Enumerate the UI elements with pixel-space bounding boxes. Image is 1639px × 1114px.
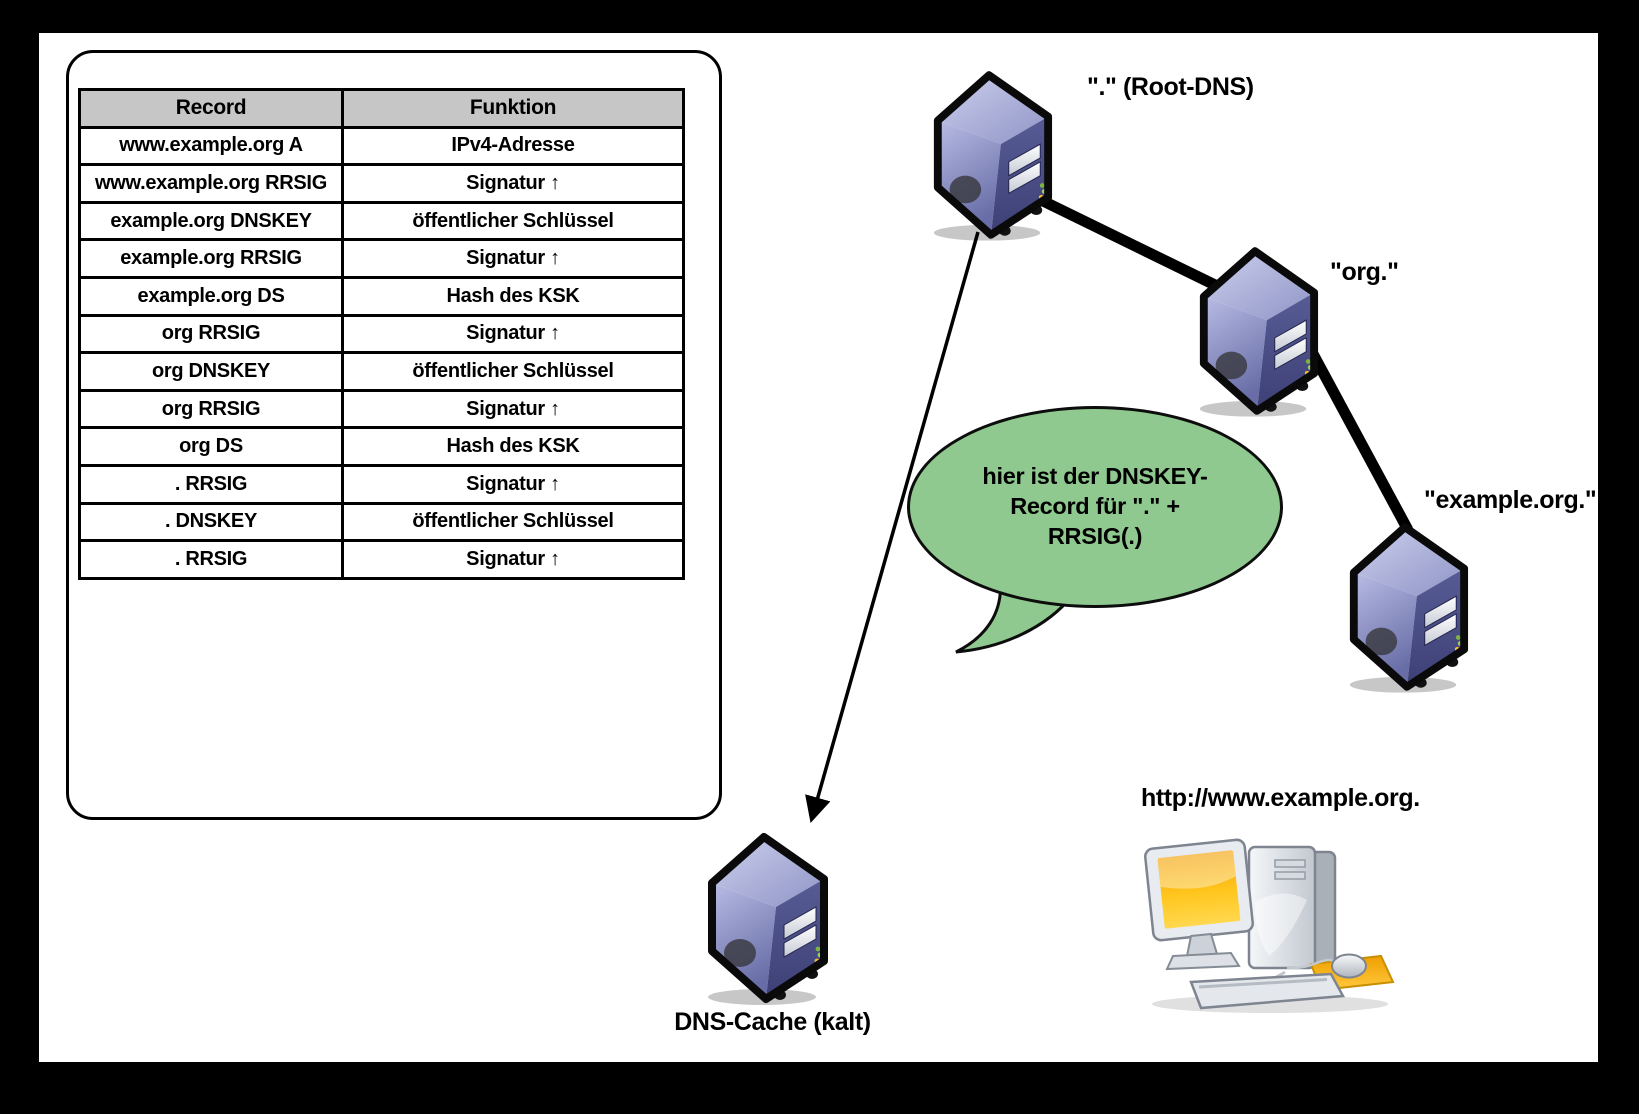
org-label: "org." [1330,258,1399,286]
table-row: org DS Hash des KSK [78,426,685,467]
org-server-icon [1192,242,1322,418]
record-cell: org DS [78,426,344,467]
record-cell: . RRSIG [78,463,344,505]
table-row: . RRSIG Signatur ↑ [78,463,685,505]
table-row: org RRSIG Signatur ↑ [78,313,685,355]
table-row: example.org DNSKEY öffentlicher Schlüsse… [78,200,685,242]
table-row: . RRSIG Signatur ↑ [78,539,685,580]
speech-bubble-text: hier ist der DNSKEY- Record für "." + RR… [982,463,1208,549]
table-header-row: Record Funktion [78,88,685,129]
root-dns-label: "." (Root-DNS) [1087,73,1254,101]
table-row: example.org DS Hash des KSK [78,275,685,317]
funktion-cell: öffentlicher Schlüssel [341,351,685,392]
funktion-cell: öffentlicher Schlüssel [341,200,685,242]
record-cell: org RRSIG [78,313,344,355]
header-cell-record: Record [78,88,344,129]
record-cell: www.example.org RRSIG [78,163,344,204]
funktion-cell: Signatur ↑ [341,539,685,580]
record-cell: org DNSKEY [78,351,344,392]
funktion-cell: Signatur ↑ [341,313,685,355]
funktion-cell: Signatur ↑ [341,388,685,430]
table-row: . DNSKEY öffentlicher Schlüssel [78,501,685,543]
dns-cache-label: DNS-Cache (kalt) [674,1008,871,1036]
table-row: www.example.org A IPv4-Adresse [78,125,685,167]
funktion-cell: Signatur ↑ [341,163,685,204]
record-cell: example.org DS [78,275,344,317]
header-cell-funktion: Funktion [341,88,685,129]
dns-cache-server-icon [700,828,832,1006]
funktion-cell: IPv4-Adresse [341,125,685,167]
example-org-server-icon [1342,518,1472,694]
funktion-cell: öffentlicher Schlüssel [341,501,685,543]
table-row: org RRSIG Signatur ↑ [78,388,685,430]
example-org-label: "example.org." [1424,486,1597,514]
funktion-cell: Signatur ↑ [341,463,685,505]
client-computer-icon [1144,838,1395,1013]
table-row: www.example.org RRSIG Signatur ↑ [78,163,685,204]
record-cell: example.org DNSKEY [78,200,344,242]
record-cell: www.example.org A [78,125,344,167]
speech-bubble: hier ist der DNSKEY- Record für "." + RR… [907,406,1283,608]
table-row: example.org RRSIG Signatur ↑ [78,238,685,279]
client-url-label: http://www.example.org. [1141,784,1420,812]
funktion-cell: Hash des KSK [341,426,685,467]
record-cell: example.org RRSIG [78,238,344,279]
funktion-cell: Signatur ↑ [341,238,685,279]
record-cell: . RRSIG [78,539,344,580]
record-cell: . DNSKEY [78,501,344,543]
root-dns-server-icon [926,66,1056,242]
record-cell: org RRSIG [78,388,344,430]
funktion-cell: Hash des KSK [341,275,685,317]
records-table: Record Funktion www.example.org A IPv4-A… [78,88,685,580]
table-row: org DNSKEY öffentlicher Schlüssel [78,351,685,392]
